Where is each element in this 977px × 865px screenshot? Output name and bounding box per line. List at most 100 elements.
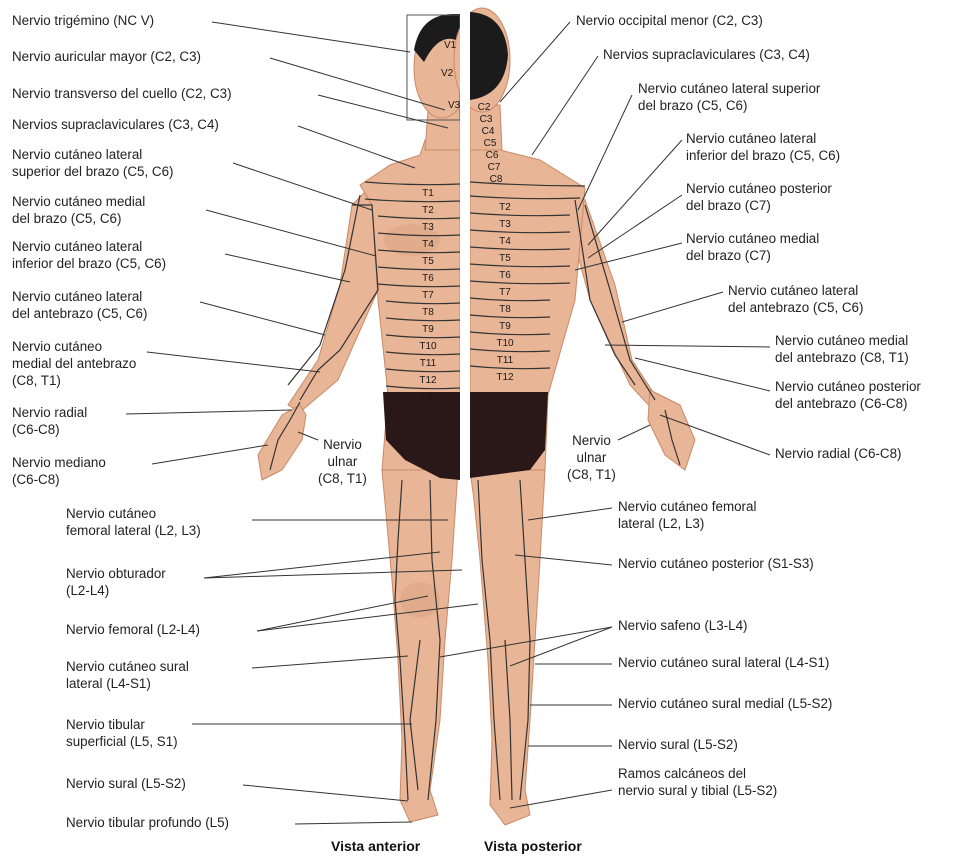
left-label-18: Nervio tibular profundo (L5) (66, 814, 229, 831)
trigeminal-v3: V3 (448, 100, 461, 111)
anterior-segment-T7: T7 (422, 290, 434, 301)
right-label-4-line-2: inferior del brazo (C5, C6) (686, 147, 840, 164)
posterior-segment-C5: C5 (484, 138, 497, 149)
left-label-8-line-2: del antebrazo (C5, C6) (12, 305, 147, 322)
posterior-segment-C7: C7 (488, 162, 501, 173)
right-label-11-line-2: lateral (L2, L3) (618, 515, 756, 532)
right-label-7-line-1: Nervio cutáneo lateral (728, 282, 863, 299)
right-label-9: Nervio cutáneo posteriordel antebrazo (C… (775, 378, 921, 412)
posterior-segment-T4: T4 (499, 236, 511, 247)
left-label-1: Nervio trigémino (NC V) (12, 12, 154, 29)
left-label-13-line-2: (L2-L4) (66, 582, 166, 599)
right-label-2-line-1: Nervios supraclaviculares (C3, C4) (603, 46, 810, 63)
anterior-segment-T9: T9 (422, 324, 434, 335)
posterior-segment-T3: T3 (499, 219, 511, 230)
anterior-segment-T4: T4 (422, 239, 434, 250)
right-label-12: Nervio cutáneo posterior (S1-S3) (618, 555, 814, 572)
posterior-segment-T10: T10 (496, 338, 514, 349)
right-label-3-line-2: del brazo (C5, C6) (638, 97, 820, 114)
anterior-segment-T11: T11 (420, 358, 437, 369)
caption-anterior: Vista anterior (331, 838, 420, 854)
ulnar-posterior-line-3: (C8, T1) (567, 466, 616, 483)
left-label-12-line-1: Nervio cutáneo (66, 505, 201, 522)
right-label-5-line-2: del brazo (C7) (686, 197, 832, 214)
posterior-segment-C4: C4 (482, 126, 495, 137)
left-label-13: Nervio obturador(L2-L4) (66, 565, 166, 599)
right-label-3: Nervio cutáneo lateral superiordel brazo… (638, 80, 820, 114)
anterior-segment-T2: T2 (422, 205, 434, 216)
anterior-segment-T5: T5 (422, 256, 434, 267)
left-label-12-line-2: femoral lateral (L2, L3) (66, 522, 201, 539)
left-label-11: Nervio mediano(C6-C8) (12, 454, 106, 488)
right-label-8: Nervio cutáneo medialdel antebrazo (C8, … (775, 332, 909, 366)
right-label-17-line-2: nervio sural y tibial (L5-S2) (618, 782, 777, 799)
caption-posterior: Vista posterior (484, 838, 582, 854)
posterior-segment-C6: C6 (486, 150, 499, 161)
left-label-16-line-1: Nervio tibular (66, 716, 178, 733)
right-label-12-line-1: Nervio cutáneo posterior (S1-S3) (618, 555, 814, 572)
right-label-6-line-2: del brazo (C7) (686, 247, 819, 264)
left-label-4-line-1: Nervios supraclaviculares (C3, C4) (12, 116, 219, 133)
left-label-9: Nervio cutáneomedial del antebrazo(C8, T… (12, 338, 136, 389)
right-label-15: Nervio cutáneo sural medial (L5-S2) (618, 695, 832, 712)
left-label-6-line-1: Nervio cutáneo medial (12, 193, 145, 210)
left-label-5-line-1: Nervio cutáneo lateral (12, 146, 174, 163)
left-label-15-line-2: lateral (L4-S1) (66, 675, 189, 692)
posterior-segment-T11: T11 (497, 355, 514, 366)
left-label-7: Nervio cutáneo lateralinferior del brazo… (12, 238, 166, 272)
left-label-3: Nervio transverso del cuello (C2, C3) (12, 85, 232, 102)
left-label-11-line-1: Nervio mediano (12, 454, 106, 471)
ulnar-label-posterior: Nervio ulnar (C8, T1) (567, 432, 616, 483)
posterior-segment-T7: T7 (499, 287, 511, 298)
right-label-14: Nervio cutáneo sural lateral (L4-S1) (618, 654, 829, 671)
left-label-10-line-2: (C6-C8) (12, 421, 87, 438)
ulnar-posterior-line-1: Nervio (567, 432, 616, 449)
left-label-4: Nervios supraclaviculares (C3, C4) (12, 116, 219, 133)
trigeminal-v1: V1 (444, 40, 457, 51)
right-label-13: Nervio safeno (L3-L4) (618, 617, 748, 634)
right-label-16-line-1: Nervio sural (L5-S2) (618, 736, 738, 753)
left-label-14: Nervio femoral (L2-L4) (66, 621, 200, 638)
left-label-9-line-2: medial del antebrazo (12, 355, 136, 372)
left-label-9-line-3: (C8, T1) (12, 372, 136, 389)
ulnar-anterior-line-2: ulnar (318, 453, 367, 470)
right-label-2: Nervios supraclaviculares (C3, C4) (603, 46, 810, 63)
left-label-9-line-1: Nervio cutáneo (12, 338, 136, 355)
right-label-11-line-1: Nervio cutáneo femoral (618, 498, 756, 515)
left-label-17: Nervio sural (L5-S2) (66, 775, 186, 792)
left-label-17-line-1: Nervio sural (L5-S2) (66, 775, 186, 792)
posterior-segment-C3: C3 (480, 114, 493, 125)
left-label-5-line-2: superior del brazo (C5, C6) (12, 163, 174, 180)
left-label-13-line-1: Nervio obturador (66, 565, 166, 582)
right-label-10: Nervio radial (C6-C8) (775, 445, 902, 462)
right-label-9-line-1: Nervio cutáneo posterior (775, 378, 921, 395)
right-label-13-line-1: Nervio safeno (L3-L4) (618, 617, 748, 634)
right-label-8-line-1: Nervio cutáneo medial (775, 332, 909, 349)
posterior-segment-T6: T6 (499, 270, 511, 281)
right-label-10-line-1: Nervio radial (C6-C8) (775, 445, 902, 462)
anterior-segment-T10: T10 (419, 341, 437, 352)
anterior-segment-T1: T1 (422, 188, 434, 199)
left-label-1-line-1: Nervio trigémino (NC V) (12, 12, 154, 29)
right-label-5-line-1: Nervio cutáneo posterior (686, 180, 832, 197)
anterior-segment-T3: T3 (422, 222, 434, 233)
right-label-1: Nervio occipital menor (C2, C3) (576, 12, 763, 29)
left-label-10: Nervio radial(C6-C8) (12, 404, 87, 438)
view-divider (460, 10, 470, 860)
right-label-7-line-2: del antebrazo (C5, C6) (728, 299, 863, 316)
right-label-16: Nervio sural (L5-S2) (618, 736, 738, 753)
right-label-6-line-1: Nervio cutáneo medial (686, 230, 819, 247)
right-label-3-line-1: Nervio cutáneo lateral superior (638, 80, 820, 97)
right-label-9-line-2: del antebrazo (C6-C8) (775, 395, 921, 412)
anterior-segment-T12: T12 (419, 375, 437, 386)
